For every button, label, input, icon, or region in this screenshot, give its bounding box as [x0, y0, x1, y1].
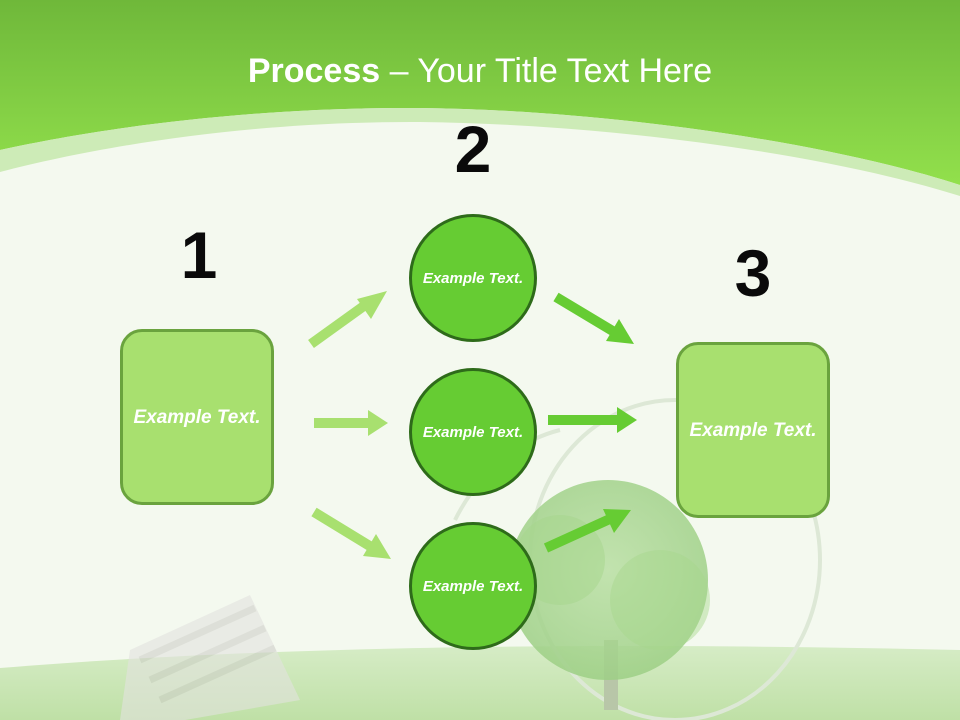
bulb-base [120, 595, 300, 720]
step-3-text: Example Text. [689, 419, 817, 441]
arrow-1-to-bottom [311, 507, 391, 559]
arrow-1-to-middle [314, 410, 388, 436]
step-2-text-middle: Example Text. [422, 423, 524, 441]
step-2-circle-middle: Example Text. [409, 368, 537, 496]
arrow-bottom-to-3 [543, 509, 631, 553]
step-2-number: 2 [454, 112, 492, 186]
arrow-1-to-top [308, 291, 387, 349]
arrow-top-to-3 [553, 292, 634, 344]
title-bold: Process [247, 52, 381, 90]
step-1-number: 1 [180, 218, 218, 292]
page-title: Process – Your Title Text Here [0, 52, 960, 91]
title-rest: – Your Title Text Here [380, 52, 713, 90]
step-1-text: Example Text. [133, 406, 261, 428]
step-2-circle-top: Example Text. [409, 214, 537, 342]
step-2-text-bottom: Example Text. [422, 577, 524, 595]
step-2-text-top: Example Text. [422, 269, 524, 287]
arrow-middle-to-3 [548, 407, 637, 433]
step-1-box: Example Text. [120, 329, 274, 505]
step-3-number: 3 [734, 236, 772, 310]
step-3-box: Example Text. [676, 342, 830, 518]
step-2-circle-bottom: Example Text. [409, 522, 537, 650]
